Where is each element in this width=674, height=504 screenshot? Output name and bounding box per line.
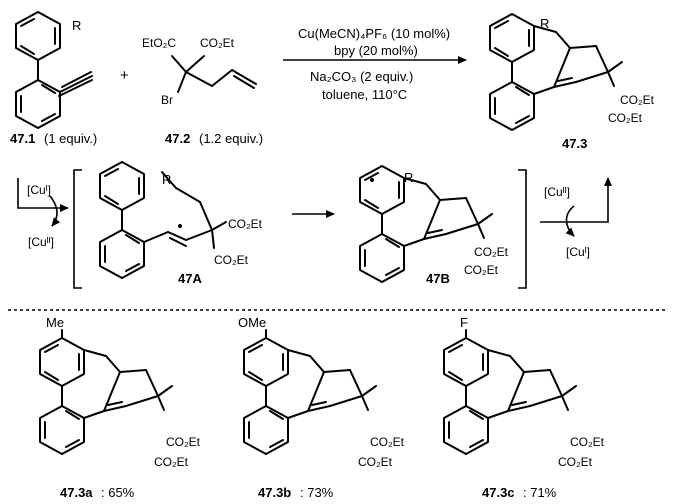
example-47-3a-structure <box>39 329 173 455</box>
cu2-right: [Cuᴵᴵ] <box>544 185 570 199</box>
intermediate-47B-structure <box>359 165 493 283</box>
example-a-co2et-2: CO₂Et <box>154 455 189 469</box>
intB-co2et-1: CO₂Et <box>474 245 509 259</box>
r-substituent-label: R <box>72 18 81 33</box>
intB-co2et-2: CO₂Et <box>464 263 499 277</box>
example-c-co2et-2: CO₂Et <box>558 455 593 469</box>
compound-47-2-structure <box>171 55 257 93</box>
co2et-label-reagent: CO₂Et <box>200 36 235 50</box>
cu-cycle-arrow-left <box>17 178 69 212</box>
cu-cycle-curl-right <box>565 205 575 237</box>
condition-solvent: toluene, 110°C <box>322 87 407 102</box>
example-b-substituent: OMe <box>238 315 266 330</box>
cu1-right: [Cuᴵ] <box>566 245 590 259</box>
compound-47-1-amount: (1 equiv.) <box>44 131 97 146</box>
condition-catalyst: Cu(MeCN)₄PF₆ (10 mol%) <box>298 26 450 41</box>
intA-co2et-1: CO₂Et <box>228 217 263 231</box>
product-co2et-1: CO₂Et <box>620 93 655 107</box>
compound-47-2-amount: (1.2 equiv.) <box>199 131 263 146</box>
eto2c-label: EtO₂C <box>142 36 176 50</box>
example-a-substituent: Me <box>46 315 64 330</box>
cu2-left: [Cuᴵᴵ] <box>28 235 54 249</box>
intermediate-47B-id: 47B <box>426 271 450 286</box>
compound-47-2-id: 47.2 <box>165 131 190 146</box>
example-47-3c-structure <box>443 329 577 455</box>
plus-sign: + <box>120 67 129 84</box>
condition-ligand: bpy (20 mol%) <box>334 43 418 58</box>
example-b-label: 47.3b <box>258 485 291 500</box>
example-c-substituent: F <box>460 315 468 330</box>
intA-co2et-2: CO₂Et <box>214 253 249 267</box>
example-b-co2et-1: CO₂Et <box>370 435 405 449</box>
compound-47-1-structure: R <box>15 11 93 129</box>
example-a-yield: : 65% <box>101 485 135 500</box>
cu1-left: [Cuᴵ] <box>27 183 51 197</box>
intermediate-47A-id: 47A <box>178 271 202 286</box>
product-47-3-structure <box>489 13 623 131</box>
product-co2et-2: CO₂Et <box>608 111 643 125</box>
example-a-co2et-1: CO₂Et <box>166 435 201 449</box>
cu-cycle-arrow-right <box>540 177 612 223</box>
intB-r-label: R <box>404 170 413 185</box>
compound-47-1-id: 47.1 <box>10 131 35 146</box>
example-47-3b-structure <box>243 329 377 455</box>
br-label: Br <box>161 93 173 107</box>
example-c-label: 47.3c <box>482 485 515 500</box>
example-c-yield: : 71% <box>523 485 557 500</box>
bracket-right <box>518 169 527 289</box>
intA-r-label: R <box>162 172 171 187</box>
cu-cycle-curl-left <box>49 195 61 227</box>
product-47-3-id: 47.3 <box>562 136 587 151</box>
example-b-co2et-2: CO₂Et <box>358 455 393 469</box>
intermediate-47A-structure <box>99 161 227 279</box>
condition-base: Na₂CO₃ (2 equiv.) <box>310 69 413 84</box>
product-r-label: R <box>540 16 549 31</box>
example-a-label: 47.3a <box>60 485 93 500</box>
example-b-yield: : 73% <box>300 485 334 500</box>
bracket-left <box>73 169 82 289</box>
example-c-co2et-1: CO₂Et <box>570 435 605 449</box>
